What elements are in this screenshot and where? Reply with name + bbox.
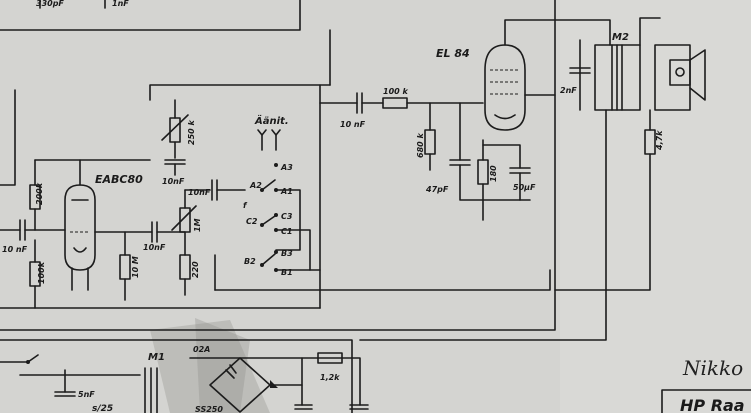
rect-label-02a: 02A [193, 345, 210, 354]
cap-label-50uf: 50µF [513, 183, 536, 192]
label-m1: M1 [148, 352, 165, 363]
cap-label-2nf: 2nF [560, 86, 577, 95]
switch-b3: B3 [281, 249, 293, 258]
res-label-47k: 4,7k [655, 130, 664, 151]
switch-c3: C3 [281, 212, 293, 221]
tone-switch [257, 129, 311, 272]
label-el84: EL 84 [436, 47, 470, 60]
title-block-text: HP Raa [680, 396, 745, 413]
cap-label-top-left: 330pF [36, 0, 64, 8]
cap-label-grid: 10nF [143, 243, 166, 252]
res-label-100k: 100k [37, 261, 46, 284]
switch-c2: C2 [246, 217, 258, 226]
handwritten-note: Nikko [682, 356, 743, 380]
res-label-1m: 1M [193, 218, 202, 232]
switch-f: f [243, 201, 248, 210]
switch-a2: A2 [249, 181, 262, 190]
switch-a1: A1 [280, 187, 293, 196]
psu-label-partial: s/25 [92, 404, 113, 413]
cap-label-coupling: 10 nF [340, 120, 366, 129]
switch-b2: B2 [244, 257, 256, 266]
res-label-100k-series: 100 k [383, 87, 408, 96]
output-tube [484, 19, 611, 131]
cap-label-5nf: 5nF [78, 390, 95, 399]
res-label-10m: 10 M [131, 256, 140, 278]
res-label-200k: 200k [35, 182, 44, 205]
cap-label-top-mid: 1nF [112, 0, 129, 8]
cap-label-tone2: 10nF [188, 188, 211, 197]
output-transformer [594, 17, 706, 111]
res-label-250k: 250 k [187, 120, 196, 145]
res-label-220: 220 [191, 261, 200, 278]
label-eabc80: EABC80 [95, 173, 143, 186]
cap-label-47pf: 47pF [425, 185, 449, 194]
rectifier-bridge [209, 357, 278, 413]
switch-b1: B1 [281, 268, 293, 277]
switch-label: Äänit. [254, 113, 289, 127]
cap-label-input: 10 nF [2, 245, 28, 254]
res-label-680k: 680 k [416, 133, 425, 158]
switch-c1: C1 [281, 227, 292, 236]
res-label-12k: 1,2k [320, 373, 340, 382]
cap-label-tone: 10nF [162, 177, 185, 186]
res-label-180: 180 [489, 165, 498, 182]
label-m2: M2 [612, 32, 629, 43]
rect-label-ss250: SS250 [195, 405, 223, 413]
switch-a3: A3 [280, 163, 293, 172]
power-transformer [144, 367, 158, 413]
